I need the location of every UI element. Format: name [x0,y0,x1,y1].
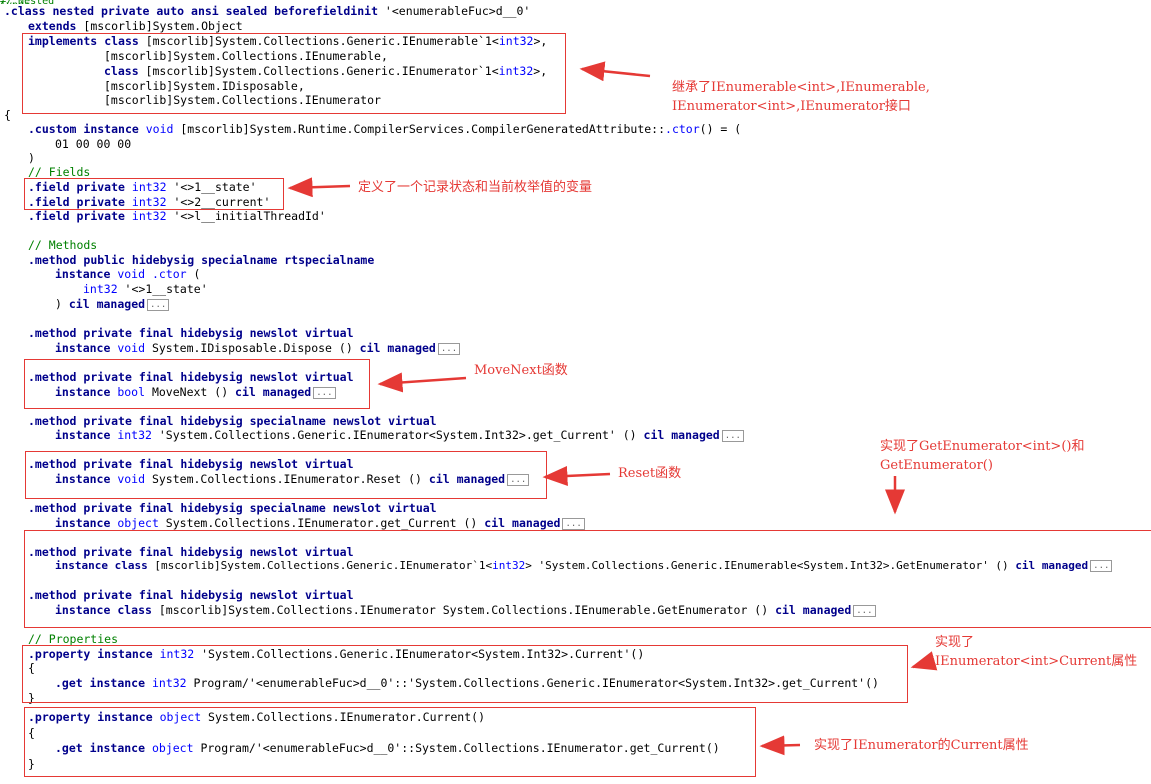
highlight-box-interfaces [22,33,566,114]
annotation-movenext: MoveNext函数 [474,363,568,378]
code-line-prop-close[interactable]: } [28,691,35,705]
code-line-prop-get-generic[interactable]: .get instance int32 Program/'<enumerable… [55,676,879,690]
code-line-ctor-decl[interactable]: .method public hidebysig specialname rts… [28,253,375,267]
code-line-reset-sig[interactable]: instance void System.Collections.IEnumer… [55,472,530,486]
code-line-field-current[interactable]: .field private int32 '<>2__current' [28,195,271,209]
code-line-implements[interactable]: implements class [mscorlib]System.Collec… [28,34,548,48]
comment-fields[interactable]: // Fields [28,165,91,179]
highlight-box-reset [25,451,547,499]
code-line-dispose-decl[interactable]: .method private final hidebysig newslot … [28,326,354,340]
highlight-box-movenext [24,359,370,409]
collapse-button-movenext[interactable]: ... [313,386,336,399]
annotation-current: 实现了IEnumerator的Current属性 [814,738,1029,753]
code-line-field-threadid[interactable]: .field private int32 '<>l__initialThread… [28,209,326,223]
collapse-button-getcurrent-generic[interactable]: ... [721,429,744,442]
code-line-movenext-sig[interactable]: instance bool MoveNext () cil managed... [55,385,336,399]
code-text: instance class [mscorlib]System.Collecti… [55,603,852,617]
code-text: instance void System.Collections.IEnumer… [55,472,506,486]
code-line-ienumerable[interactable]: [mscorlib]System.Collections.IEnumerable… [104,49,388,63]
code-text: ) cil managed [55,297,146,311]
code-text: instance void System.IDisposable.Dispose… [55,341,436,355]
code-line-idisposable[interactable]: [mscorlib]System.IDisposable, [104,79,305,93]
code-line-attr-bytes[interactable]: 01 00 00 00 [55,137,132,151]
code-line-ctor-param[interactable]: int32 '<>1__state' [83,282,208,296]
code-text: instance int32 'System.Collections.Gener… [55,428,720,442]
annotation-getenumerator: 实现了GetEnumerator<int>()和 GetEnumerator() [880,439,1085,473]
annotation-reset: Reset函数 [618,466,682,481]
arrow-movenext [377,372,467,393]
comment-methods[interactable]: // Methods [28,238,98,252]
collapse-button-getenum[interactable]: ... [853,604,876,617]
annotation-current-generic: 实现了 IEnumerator<int>Current属性 [935,635,1138,669]
arrow-interfaces [579,61,651,82]
collapse-button-getenum-generic[interactable]: ... [1090,560,1113,572]
annotation-interfaces: 继承了IEnumerable<int>,IEnumerable, IEnumer… [672,80,930,114]
code-line-prop2-close[interactable]: } [28,757,35,771]
code-line-getenum-generic-decl[interactable]: .method private final hidebysig newslot … [28,545,354,559]
arrow-fields [287,177,351,198]
code-line-prop-current[interactable]: .property instance object System.Collect… [28,710,485,724]
code-line-getcurrent-decl[interactable]: .method private final hidebysig specialn… [28,501,437,515]
code-line-custom-attr[interactable]: .custom instance void [mscorlib]System.R… [28,122,742,136]
collapse-button-reset[interactable]: ... [507,473,530,486]
code-line-getcurrent-generic-decl[interactable]: .method private final hidebysig specialn… [28,414,437,428]
arrow-current-generic [910,651,938,671]
code-line-movenext-decl[interactable]: .method private final hidebysig newslot … [28,370,354,384]
code-line-prop-get[interactable]: .get instance object Program/'<enumerabl… [55,741,720,755]
highlight-box-getenumerator [24,530,1151,628]
arrow-reset [542,465,611,486]
code-line-prop2-open[interactable]: { [28,726,35,740]
code-line-close-paren[interactable]: ) [28,151,35,165]
code-text: instance class [mscorlib]System.Collecti… [55,559,1089,572]
code-line-getenum-generic-sig[interactable]: instance class [mscorlib]System.Collecti… [55,559,1113,573]
code-text: instance bool MoveNext () cil managed [55,385,312,399]
code-line-prop-open[interactable]: { [28,661,35,675]
arrow-current [759,735,801,756]
code-text: instance object System.Collections.IEnum… [55,516,561,530]
code-line-getcurrent-sig[interactable]: instance object System.Collections.IEnum… [55,516,585,530]
code-line-field-state[interactable]: .field private int32 '<>1__state' [28,180,257,194]
code-line-ienumerator-generic[interactable]: class [mscorlib]System.Collections.Gener… [104,64,548,78]
code-line-ienumerator[interactable]: [mscorlib]System.Collections.IEnumerator [104,93,381,107]
annotation-fields: 定义了一个记录状态和当前枚举值的变量 [358,180,593,195]
collapse-button-getcurrent[interactable]: ... [562,517,585,530]
code-line-extends[interactable]: extends [mscorlib]System.Object [28,19,243,33]
code-line-getenum-sig[interactable]: instance class [mscorlib]System.Collecti… [55,603,876,617]
code-line-ctor-end[interactable]: ) cil managed... [55,297,170,311]
collapse-button-ctor[interactable]: ... [147,298,170,311]
code-line-ctor-sig[interactable]: instance void .ctor ( [55,267,201,281]
code-line-reset-decl[interactable]: .method private final hidebysig newslot … [28,457,354,471]
clipped-comment-strip: // Nested Types [0,0,80,4]
code-line-prop-current-generic[interactable]: .property instance int32 'System.Collect… [28,647,645,661]
code-line-getenum-decl[interactable]: .method private final hidebysig newslot … [28,588,354,602]
highlight-box-current [24,707,756,777]
code-line-dispose-sig[interactable]: instance void System.IDisposable.Dispose… [55,341,461,355]
comment-properties[interactable]: // Properties [28,632,119,646]
code-line-open-brace[interactable]: { [4,108,11,122]
code-line-getcurrent-generic-sig[interactable]: instance int32 'System.Collections.Gener… [55,428,744,442]
highlight-box-fields [24,178,284,210]
highlight-box-current-generic [22,645,908,703]
code-line-class-decl[interactable]: .class nested private auto ansi sealed b… [4,4,531,18]
collapse-button-dispose[interactable]: ... [437,342,461,355]
